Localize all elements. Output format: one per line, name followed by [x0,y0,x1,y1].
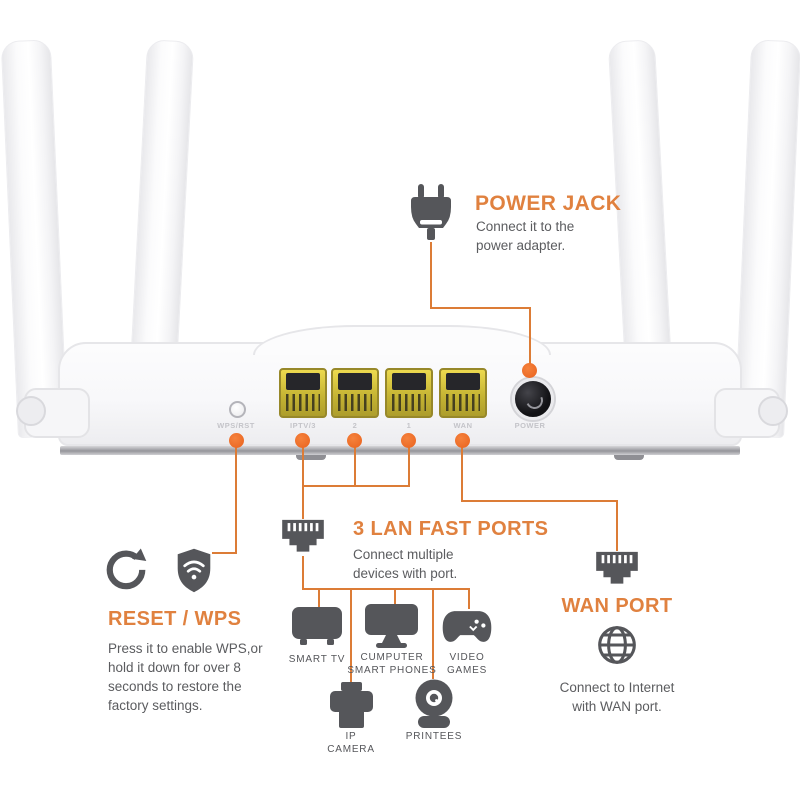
globe-icon [598,626,636,664]
panel-label-port1: 1 [406,421,412,430]
connector-line-device-bus [302,588,470,590]
connector-line-lan-feed [302,556,304,590]
power-plug-icon [411,184,451,240]
connector-line-wan-v2 [616,500,618,551]
connector-line-wps-h [212,552,237,554]
connector-line-wps-v [235,447,237,554]
callout-dot-lan2 [347,433,362,448]
callout-dot-lan3 [295,433,310,448]
panel-label-wan: WAN [453,421,473,430]
connector-line-lan1 [408,447,410,487]
router-top-hump [253,325,551,355]
connector-line-lan-drop [302,487,304,519]
printer-icon [330,682,373,728]
ip-camera-label: IP CAMERA [327,731,375,755]
printer-label: PRINTEES [405,731,463,742]
smart-tv-label: SMART TV [288,654,346,665]
connector-line-wan-v1 [461,447,463,500]
connector-line-smart-tv [318,590,320,607]
connector-line-lan3 [302,447,304,487]
connector-line-power-h [430,307,531,309]
lan-port-3 [279,368,327,418]
antenna-hinge-knob-right [758,396,788,426]
connector-line-power-v1 [430,242,432,308]
power-jack-socket [512,378,554,420]
router-foot-left [296,452,326,460]
connector-line-printer [432,590,434,679]
router-foot-right [614,452,644,460]
computer-label: CUMPUTER SMART PHONES [347,652,437,676]
panel-label-wps: WPS/RST [217,421,255,430]
wps-reset-button [229,401,246,418]
connector-line-ip-camera [350,590,352,682]
gamepad-icon [442,611,492,642]
wan-port-title: WAN PORT [561,595,673,617]
connector-line-video-games [468,590,470,609]
lan-port-2 [331,368,379,418]
power-jack-title: POWER JACK [475,192,622,215]
connector-line-wan-h [461,500,618,502]
monitor-icon [365,604,418,648]
callout-dot-lan1 [401,433,416,448]
callout-dot-wps [229,433,244,448]
connector-line-lan2 [354,447,356,487]
router-base-shadow [60,446,740,455]
callout-dot-wan [455,433,470,448]
wan-port-socket [439,368,487,418]
lan-ports-description: Connect multiple devices with port. [353,547,458,581]
panel-label-port3: IPTV/3 [290,421,316,430]
lan-port-icon [282,519,324,552]
smart-tv-icon [292,607,342,645]
wan-port-description: Connect to Internet with WAN port. [559,680,675,714]
wps-shield-icon [177,548,211,593]
power-jack-description: Connect it to the power adapter. [476,219,575,253]
router-antenna-outer-right [734,39,800,439]
lan-port-1 [385,368,433,418]
panel-label-port2: 2 [352,421,358,430]
connector-line-lan-bus [302,485,410,487]
panel-label-power: POWER [514,421,546,430]
reset-icon [106,548,147,590]
wan-port-icon [596,551,638,584]
callout-dot-power [522,363,537,378]
reset-wps-description: Press it to enable WPS,or hold it down f… [108,641,263,713]
connector-line-computer [394,590,396,604]
reset-wps-title: RESET / WPS [108,608,242,630]
lan-ports-title: 3 LAN FAST PORTS [353,518,549,540]
video-games-label: VIDEO GAMES [446,652,488,676]
antenna-hinge-knob-left [16,396,46,426]
webcam-icon [415,679,453,728]
connector-line-power-v2 [529,307,531,369]
